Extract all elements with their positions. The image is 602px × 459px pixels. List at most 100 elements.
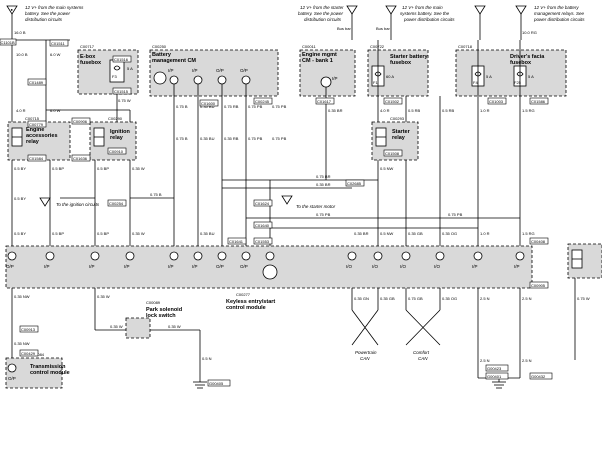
svg-text:0.35 W: 0.35 W [97,294,110,299]
svg-text:C01489: C01489 [29,80,44,85]
svg-text:C1101B: C1101B [1,40,15,45]
svg-text:0.35 BU: 0.35 BU [200,136,215,141]
svg-text:I/P: I/P [514,264,520,269]
svg-text:C01003: C01003 [489,99,504,104]
supply-note-relays: 12 V+ from the battery management relays… [474,5,585,22]
svg-text:0.35 BR: 0.35 BR [328,108,343,113]
svg-text:0.5 BP: 0.5 BP [97,231,109,236]
ground-id: G00432 [531,374,546,379]
svg-text:0.5 BY: 0.5 BY [14,196,26,201]
fuse-amp: 60 A [386,74,394,79]
svg-text:I/O: I/O [372,264,379,269]
engine-cm-id: C00011 [302,44,316,49]
svg-text:0.75 B: 0.75 B [150,192,162,197]
svg-text:0.75 PB: 0.75 PB [448,212,463,217]
svg-text:6.0 W: 6.0 W [50,52,61,57]
fuse-amp: 5 A [127,66,133,71]
ignition-arrow-icon [39,197,51,207]
starter-relay-name-1: Starter [392,129,411,135]
note-line-2: battery. See the power [25,11,70,16]
engine-relay-name-2: accessories [26,133,58,139]
fuse-amp: 5 A [528,74,534,79]
upper-wires [11,39,521,250]
svg-text:C00913: C00913 [21,327,36,332]
supply-note-starter: 12 V+ from the starter battery. See the … [298,5,358,31]
svg-text:0.5 BP: 0.5 BP [52,166,64,171]
svg-text:C00905: C00905 [531,283,546,288]
svg-text:0.35 NW: 0.35 NW [14,294,30,299]
svg-text:2.5 N: 2.5 N [480,358,490,363]
svg-text:2.5 N: 2.5 N [480,296,490,301]
svg-text:6.0 W: 6.0 W [50,108,61,113]
supply-note-main: ● 12 V+ from the main systems battery. S… [6,5,84,22]
engine-relay-id: C00715 [25,116,40,121]
svg-text:10.0 RG: 10.0 RG [522,30,537,35]
battery-cm-id: C00250 [152,44,167,49]
svg-text:C01515: C01515 [114,89,129,94]
svg-text:I/P: I/P [472,264,478,269]
svg-text:C01553: C01553 [255,239,270,244]
powertrain-can-2: CAN [360,356,370,361]
svg-text:0.35 GN: 0.35 GN [354,296,369,301]
svg-text:0.35 OG: 0.35 OG [442,231,457,236]
pin-type: O/P [8,376,16,381]
svg-text:0.75 RB: 0.75 RB [224,104,239,109]
svg-text:I/O: I/O [434,264,441,269]
svg-text:C01641: C01641 [229,239,244,244]
ignition-relay-name-1: Ignition [110,129,130,135]
engine-relay-name-1: Engine [26,127,44,133]
svg-text:I/P: I/P [124,264,130,269]
ignition-note: To the ignition circuits [56,202,100,207]
park-name-1: Park solenoid [146,307,182,313]
note-line-3: power distribution circuits [533,17,585,22]
battery-cm-name-1: Battery [152,52,172,58]
note-line-2: management relays. See [534,11,585,16]
relay-coil-icon [375,127,387,147]
bus-bar-label: Bus bar [337,26,351,31]
svg-text:0.5 NW: 0.5 NW [380,231,394,236]
ebox-id: C00717 [80,44,95,49]
engine-cm-name-2: CM - bank 1 [302,58,333,64]
comfort-can-2: CAN [418,356,428,361]
driver-fusebox-name-2: fusebox [510,60,532,66]
svg-text:C00429: C00429 [21,351,36,356]
keyless-name-1: Keyless entry/start [226,299,275,305]
svg-text:0.5 N: 0.5 N [202,356,212,361]
svg-text:O/P: O/P [216,264,224,269]
pin-type: I/P [332,76,338,81]
svg-text:0.75 PB: 0.75 PB [316,212,331,217]
svg-text:0.35 W: 0.35 W [168,324,181,329]
starter-fusebox-name-1: Starter battery [390,54,429,60]
fuse-label: F4 [473,80,478,85]
svg-text:C01600: C01600 [201,101,216,106]
svg-text:0.5 NW: 0.5 NW [380,166,394,171]
svg-text:0.75 PB: 0.75 PB [248,136,263,141]
svg-text:0.75 B: 0.75 B [176,104,188,109]
svg-text:1.0 R: 1.0 R [480,108,490,113]
ignition-relay-id: C00290 [108,116,123,121]
svg-text:C00254: C00254 [109,201,124,206]
fuse-label: F1 [373,80,378,85]
battery-management-cm [149,49,279,97]
svg-text:0.35 BR: 0.35 BR [354,231,369,236]
ebox-fuse-icon: F3 [109,59,125,83]
svg-text:C01511: C01511 [51,41,65,46]
module-symbol-icon [320,76,332,88]
starter-fusebox-id: C00722 [370,44,385,49]
svg-text:0.75 PB: 0.75 PB [272,136,287,141]
svg-text:0.35 W: 0.35 W [132,166,145,171]
engine-mgmt-cm [299,49,356,97]
svg-text:C01586: C01586 [531,99,546,104]
transmission-name-2: control module [30,370,70,376]
svg-text:0.5 RB: 0.5 RB [408,108,421,113]
ground-id: G00423 [487,366,502,371]
relay-coil-icon [11,127,23,147]
fuse-label: F25 [514,80,522,85]
svg-text:C01584: C01584 [29,156,44,161]
note-line-1: 12 V+ from the main [402,5,443,10]
ebox-name-2: fusebox [80,60,102,66]
svg-text:C01502: C01502 [385,99,400,104]
note-line-2: systems battery. See the [400,11,450,16]
svg-text:2.5 N: 2.5 N [522,358,532,363]
svg-text:10.0 B: 10.0 B [16,52,28,57]
